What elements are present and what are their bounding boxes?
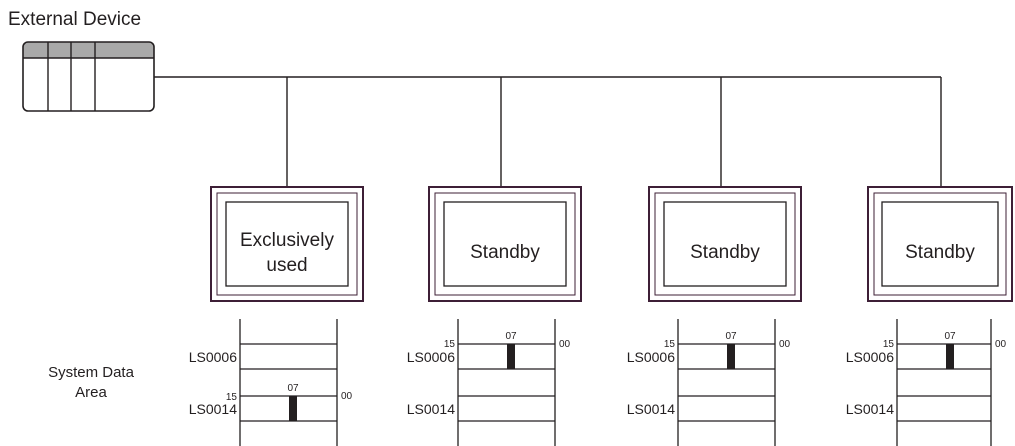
bit-marker [727, 344, 735, 369]
register-table [239, 319, 338, 446]
terminal-1: Exclusively used LS0006 LS0014 15 07 00 [189, 186, 364, 446]
terminal-3: Standby LS0006 LS0014 15 07 00 [627, 186, 802, 446]
register-label-ls0006: LS0006 [627, 349, 675, 365]
register-label-ls0006: LS0006 [189, 349, 237, 365]
register-table [677, 319, 776, 446]
display-unit-icon [210, 186, 364, 302]
register-label-ls0006: LS0006 [407, 349, 455, 365]
system-data-area-label-line1: System Data [48, 364, 135, 381]
register-label-ls0014: LS0014 [407, 401, 455, 417]
bit-label: 07 [505, 331, 517, 342]
display-unit-icon [867, 186, 1013, 302]
terminal-4: Standby LS0006 LS0014 15 07 00 [846, 186, 1013, 446]
system-data-area-label-line2: Area [75, 384, 107, 401]
bit-label: 07 [725, 331, 737, 342]
lsb-label: 00 [341, 391, 353, 402]
register-label-ls0014: LS0014 [189, 401, 237, 417]
bit-marker [946, 344, 954, 369]
bit-label: 07 [287, 383, 299, 394]
lsb-label: 00 [559, 339, 571, 350]
display-unit-icon [428, 186, 582, 302]
diagram-title: External Device [8, 9, 141, 30]
lsb-label: 00 [779, 339, 791, 350]
bit-marker [507, 344, 515, 369]
network-bus [154, 76, 942, 186]
terminal-2: Standby LS0006 LS0014 15 07 00 [407, 186, 582, 446]
register-table [896, 319, 992, 446]
register-label-ls0006: LS0006 [846, 349, 894, 365]
terminal-status-line1: Standby [470, 242, 540, 263]
msb-label: 15 [444, 339, 456, 350]
register-label-ls0014: LS0014 [627, 401, 675, 417]
lsb-label: 00 [995, 339, 1007, 350]
terminal-status-line1: Exclusively [240, 230, 334, 251]
msb-label: 15 [883, 339, 895, 350]
register-label-ls0014: LS0014 [846, 401, 894, 417]
terminal-status-line1: Standby [690, 242, 760, 263]
register-table [457, 319, 556, 446]
plc-device-icon [22, 41, 155, 112]
terminal-status-line2: used [266, 255, 307, 276]
msb-label: 15 [664, 339, 676, 350]
bit-marker [289, 396, 297, 421]
display-unit-icon [648, 186, 802, 302]
bit-label: 07 [944, 331, 956, 342]
msb-label: 15 [226, 392, 238, 403]
terminal-status-line1: Standby [905, 242, 975, 263]
